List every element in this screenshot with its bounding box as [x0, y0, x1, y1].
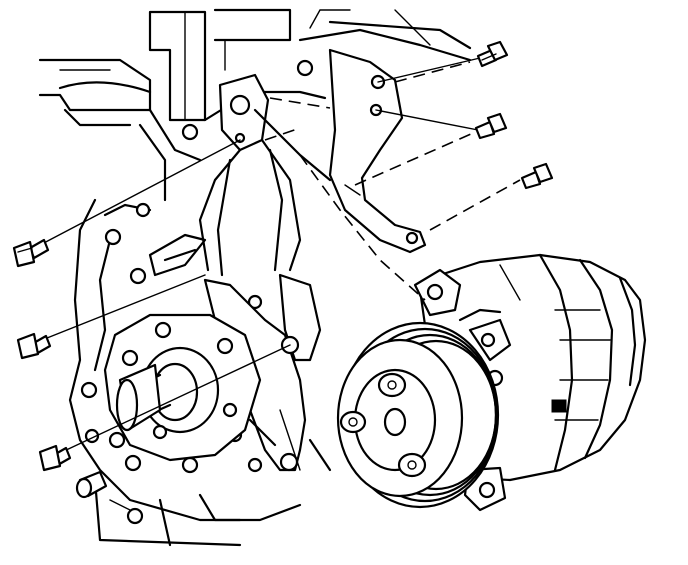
water-pump — [103, 313, 262, 474]
engine-block — [38, 8, 472, 547]
bolt-left-3 — [38, 344, 291, 472]
bolt-left-2 — [16, 274, 206, 360]
compressor-pulley — [336, 321, 500, 509]
bolt-upper-right-3 — [520, 162, 554, 190]
bolt-upper-right-2 — [375, 109, 508, 140]
bolt-upper-right-1 — [377, 40, 509, 83]
alignment-lines — [264, 61, 521, 301]
bolt-left-1 — [12, 139, 241, 268]
